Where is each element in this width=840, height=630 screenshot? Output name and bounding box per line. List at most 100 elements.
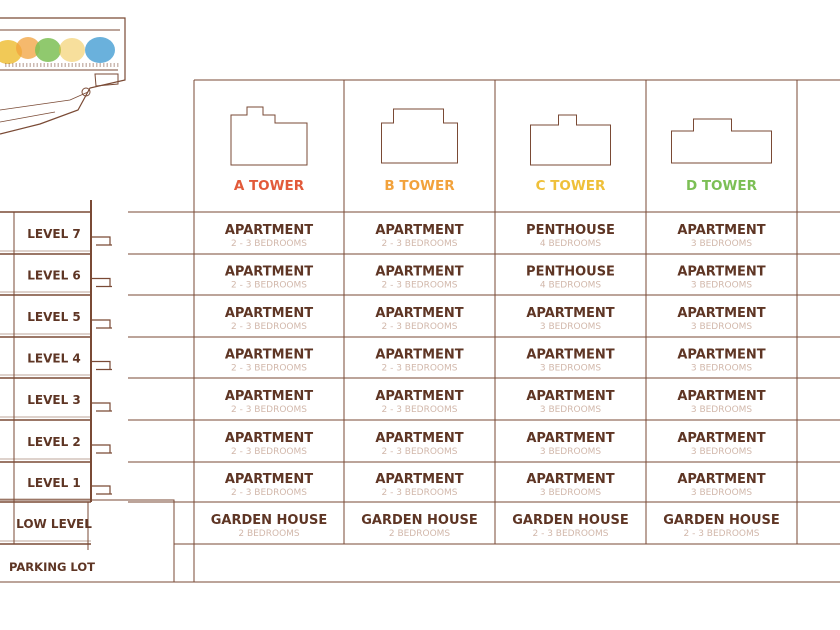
unit-type-label: APARTMENT [526, 389, 614, 404]
unit-type-label: APARTMENT [677, 265, 765, 280]
unit-bedrooms-label: 3 BEDROOMS [691, 239, 753, 249]
unit-bedrooms-label: 2 - 3 BEDROOMS [382, 281, 458, 291]
unit-type-label: APARTMENT [526, 431, 614, 446]
unit-type-label: APARTMENT [375, 431, 463, 446]
tower-headers: A TOWER B TOWER C TOWER D TOWER [230, 106, 772, 194]
tower-footprint-icon [671, 118, 772, 164]
tower-header-1: A TOWER [230, 106, 308, 194]
level-label: LEVEL 5 [27, 310, 81, 324]
unit-bedrooms-label: 3 BEDROOMS [691, 447, 753, 457]
unit-type-label: APARTMENT [225, 348, 313, 363]
balcony-icon [91, 360, 112, 371]
unit-bedrooms-label: 3 BEDROOMS [691, 322, 753, 332]
unit-type-label: GARDEN HOUSE [663, 513, 780, 528]
tower-header-4: D TOWER [671, 118, 772, 194]
parking-lot: PARKING LOT [0, 499, 840, 583]
level-label: LEVEL 1 [27, 476, 81, 490]
unit-bedrooms-label: 2 - 3 BEDROOMS [382, 364, 458, 374]
section-level-6: LEVEL 2 [0, 435, 112, 463]
section-level-8: LOW LEVEL [0, 517, 92, 545]
unit-type-label: APARTMENT [375, 348, 463, 363]
unit-bedrooms-label: 2 - 3 BEDROOMS [231, 239, 307, 249]
tower-header-3: C TOWER [530, 114, 611, 194]
tower-label: A TOWER [234, 178, 305, 194]
unit-type-label: APARTMENT [375, 389, 463, 404]
unit-type-label: APARTMENT [375, 223, 463, 238]
tower-label: D TOWER [686, 178, 758, 194]
unit-type-label: APARTMENT [225, 306, 313, 321]
unit-bedrooms-label: 2 - 3 BEDROOMS [231, 488, 307, 498]
unit-bedrooms-label: 2 - 3 BEDROOMS [231, 364, 307, 374]
unit-bedrooms-label: 2 - 3 BEDROOMS [684, 529, 760, 539]
tower-label: C TOWER [536, 178, 606, 194]
unit-bedrooms-label: 2 - 3 BEDROOMS [231, 447, 307, 457]
tower-footprint-icon [530, 114, 611, 166]
level-label: LEVEL 3 [27, 393, 81, 407]
tower-header-2: B TOWER [381, 108, 458, 194]
unit-bedrooms-label: 2 BEDROOMS [238, 529, 300, 539]
unit-bedrooms-label: 3 BEDROOMS [540, 364, 602, 374]
level-label: LEVEL 2 [27, 435, 81, 449]
unit-bedrooms-label: 2 - 3 BEDROOMS [231, 322, 307, 332]
balcony-icon [91, 402, 112, 412]
unit-bedrooms-label: 2 - 3 BEDROOMS [231, 281, 307, 291]
level-label: LOW LEVEL [16, 517, 92, 531]
unit-bedrooms-label: 2 - 3 BEDROOMS [382, 447, 458, 457]
balcony-icon [91, 319, 112, 329]
unit-type-label: APARTMENT [225, 431, 313, 446]
section-level-2: LEVEL 6 [0, 269, 112, 296]
unit-type-label: PENTHOUSE [526, 223, 615, 238]
unit-bedrooms-label: 3 BEDROOMS [691, 488, 753, 498]
unit-type-label: APARTMENT [526, 306, 614, 321]
section-level-7: LEVEL 1 [0, 476, 112, 503]
unit-bedrooms-label: 2 - 3 BEDROOMS [382, 322, 458, 332]
site-plan-tower-blobs [0, 37, 115, 64]
unit-type-label: GARDEN HOUSE [512, 513, 629, 528]
balcony-icon [91, 236, 112, 246]
balcony-icon [91, 444, 112, 454]
unit-type-label: APARTMENT [677, 306, 765, 321]
unit-type-label: APARTMENT [677, 348, 765, 363]
tower-label: B TOWER [384, 178, 455, 194]
unit-bedrooms-label: 3 BEDROOMS [540, 447, 602, 457]
section-level-5: LEVEL 3 [0, 393, 112, 421]
unit-bedrooms-label: 3 BEDROOMS [540, 488, 602, 498]
unit-bedrooms-label: 3 BEDROOMS [691, 364, 753, 374]
unit-type-label: GARDEN HOUSE [211, 513, 328, 528]
unit-type-label: APARTMENT [677, 389, 765, 404]
unit-type-label: APARTMENT [677, 472, 765, 487]
unit-bedrooms-label: 2 BEDROOMS [389, 529, 451, 539]
parking-lot-label: PARKING LOT [9, 560, 95, 574]
unit-type-label: APARTMENT [526, 472, 614, 487]
unit-type-label: APARTMENT [225, 265, 313, 280]
unit-type-label: APARTMENT [225, 223, 313, 238]
balcony-icon [91, 485, 112, 495]
unit-bedrooms-label: 4 BEDROOMS [540, 281, 602, 291]
site-plan-thumbnail [0, 17, 126, 135]
